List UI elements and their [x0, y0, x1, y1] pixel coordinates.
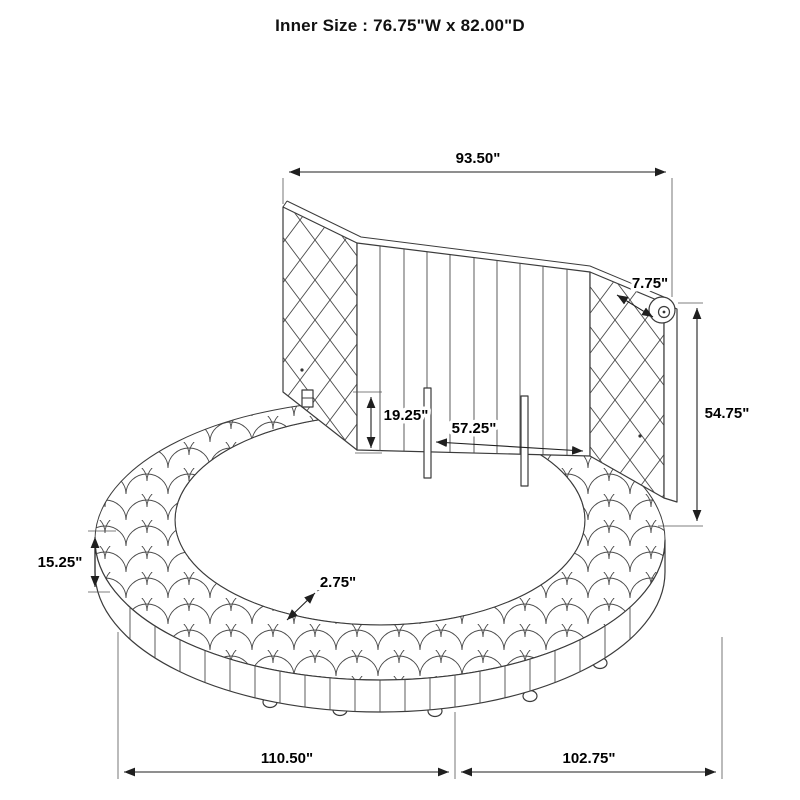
headboard-right-wing	[589, 271, 665, 499]
dimension-inner-width	[435, 438, 584, 455]
dimension-overall-width	[117, 632, 456, 779]
headboard-left-wing	[282, 206, 358, 451]
headboard-top-edge	[286, 200, 665, 298]
label-scroll-depth: 7.75"	[632, 275, 668, 292]
label-headboard-clearance: 19.25"	[384, 407, 429, 424]
label-headboard-height: 54.75"	[705, 405, 750, 422]
dimension-headboard-width	[282, 167, 673, 297]
tuft-button	[638, 434, 642, 438]
headboard-center-panel	[356, 242, 591, 457]
dimension-tuft-depth	[286, 585, 330, 621]
headboard-right-edge	[663, 302, 678, 503]
headboard	[282, 200, 678, 503]
label-headboard-width: 93.50"	[456, 150, 501, 167]
base-platform	[94, 399, 666, 718]
dimension-headboard-height	[658, 302, 703, 527]
headboard-scroll	[648, 296, 676, 324]
dimension-lines	[88, 167, 723, 779]
label-rail-height: 15.25"	[38, 554, 83, 571]
dimension-headboard-clearance	[353, 391, 382, 454]
label-overall-width: 110.50"	[261, 750, 313, 767]
label-overall-depth: 102.75"	[563, 750, 616, 767]
tuft-button	[300, 368, 304, 372]
label-tuft-depth: 2.75"	[320, 574, 356, 591]
page-title: Inner Size : 76.75"W x 82.00"D	[275, 16, 525, 35]
label-inner-width: 57.25"	[452, 420, 497, 437]
dimension-scroll-depth	[616, 294, 654, 318]
dimension-rail-height	[88, 530, 116, 593]
dimension-overall-depth	[461, 637, 723, 779]
